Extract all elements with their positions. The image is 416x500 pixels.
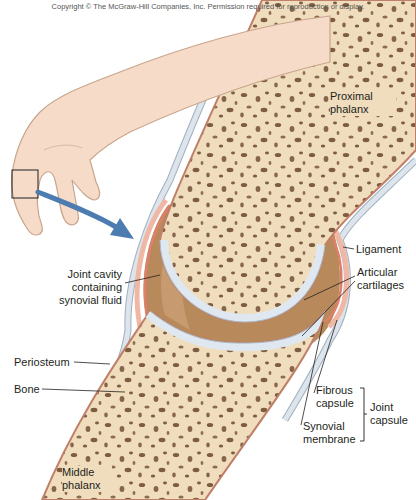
cartilage-edge xyxy=(150,311,325,343)
zoom-arrow-head xyxy=(110,218,134,239)
part-label: Bone xyxy=(14,383,54,396)
middle-phalanx-bone xyxy=(42,311,325,500)
zoom-arrow xyxy=(38,192,116,227)
hand-drawing xyxy=(12,16,330,235)
finger-crease xyxy=(44,145,82,150)
cartilage-edge xyxy=(160,240,325,322)
part-label: Joint cavity containing synovial fluid xyxy=(30,268,122,307)
bone-name: Middle phalanx xyxy=(62,466,112,492)
joint-capsule-bracket xyxy=(360,388,367,441)
articular-cartilage xyxy=(150,311,325,343)
copyright-note: Copyright © The McGraw-Hill Companies, I… xyxy=(8,2,408,11)
articular-cartilage xyxy=(160,240,325,322)
part-label: Ligament xyxy=(356,243,414,256)
bone-name: Proximal phalanx xyxy=(330,90,396,116)
part-label: Articular cartilages xyxy=(357,266,413,292)
fibrous-capsule xyxy=(329,228,347,327)
synovial-membrane xyxy=(325,232,341,322)
part-label: Synovial membrane xyxy=(303,420,360,446)
part-label: Fibrous capsule xyxy=(316,384,360,410)
part-label: Periosteum xyxy=(14,356,76,369)
group-label: Joint capsule xyxy=(370,401,413,427)
inset-box xyxy=(12,170,38,198)
